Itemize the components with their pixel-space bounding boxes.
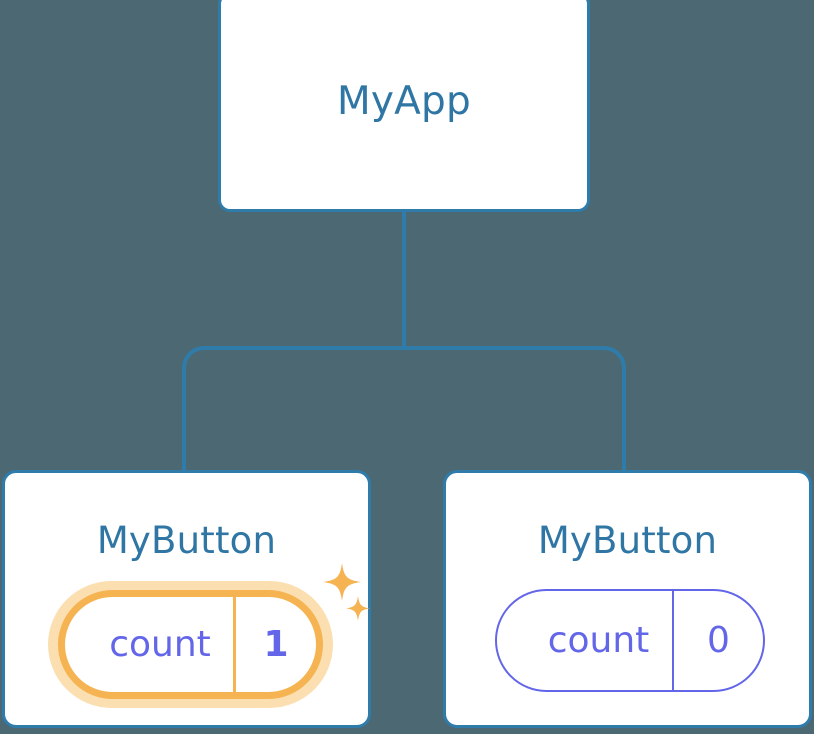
- state-badge-pill[interactable]: count 1: [58, 590, 323, 699]
- node-mybutton-right[interactable]: MyButton count 0: [443, 470, 812, 728]
- node-myapp-title: MyApp: [337, 79, 471, 124]
- node-mybutton-right-title: MyButton: [537, 519, 718, 562]
- node-mybutton-left-title: MyButton: [96, 519, 277, 562]
- state-badge-key: count: [109, 624, 211, 665]
- state-badge-count-plain[interactable]: count 0: [495, 589, 765, 692]
- node-myapp[interactable]: MyApp: [218, 0, 590, 212]
- connector-branch-to-right-child: [404, 346, 626, 472]
- sparkle-small-icon: [346, 596, 370, 621]
- state-badge-value: 0: [672, 591, 763, 690]
- node-mybutton-left[interactable]: MyButton count 1: [2, 470, 371, 728]
- connector-branch-to-left-child: [182, 346, 404, 472]
- state-badge-count-highlighted[interactable]: count 1: [48, 581, 333, 708]
- state-badge-key: count: [547, 620, 650, 661]
- state-badge-pill[interactable]: count 0: [495, 589, 765, 692]
- state-badge-value: 1: [233, 597, 316, 692]
